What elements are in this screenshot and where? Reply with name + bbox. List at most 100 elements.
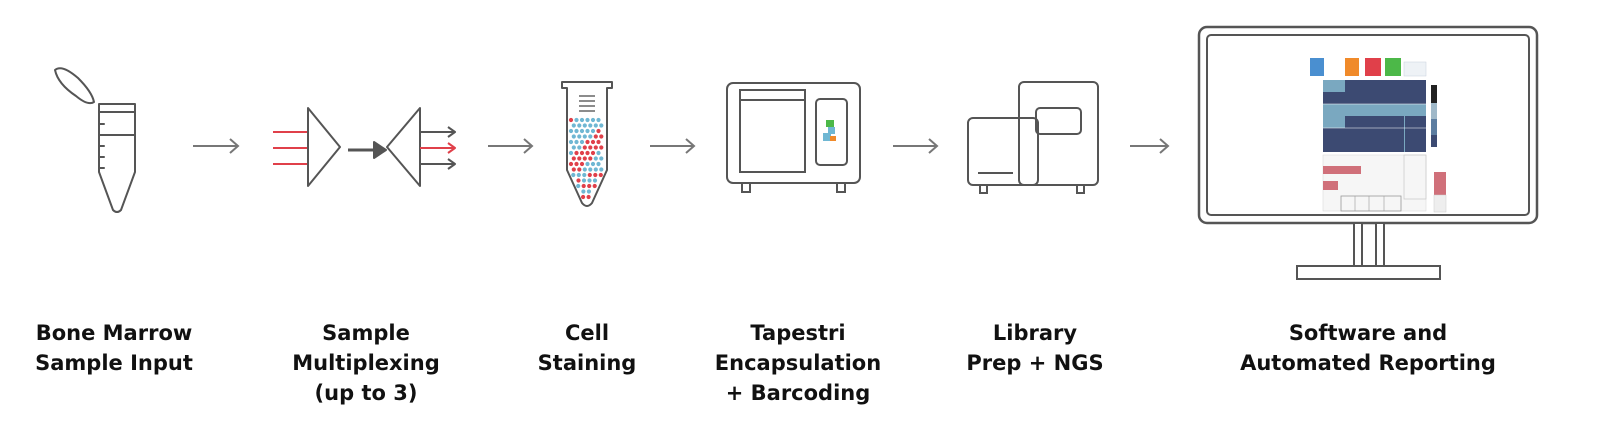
cell-dot (568, 161, 574, 167)
cell-dot (593, 172, 598, 178)
cell-dot (581, 178, 587, 183)
cell-dot (568, 139, 574, 145)
label-line: + Barcoding (725, 381, 871, 405)
label-line: Software and (1288, 321, 1448, 345)
cell-dot (582, 156, 587, 161)
cell-dot (593, 123, 598, 128)
cell-dot (581, 189, 586, 194)
flow-arrow-4 (893, 138, 939, 154)
label-line: Sample Input (35, 351, 193, 375)
cell-dot (574, 139, 579, 145)
cell-dot (593, 167, 598, 172)
cell-dot (582, 172, 587, 178)
cell-dot (568, 150, 574, 156)
cell-dot (582, 167, 587, 172)
multiplexing-icon (273, 107, 456, 187)
cell-dot (585, 117, 590, 123)
cell-dot (593, 156, 598, 161)
cell-dot (592, 178, 598, 183)
step-label-multiplexing: Sample Multiplexing (up to 3) (276, 318, 456, 408)
label-line: (up to 3) (314, 381, 418, 405)
step-label-cell-staining: Cell Staining (527, 318, 647, 378)
cell-dot (579, 139, 585, 145)
cell-dot (588, 123, 593, 128)
cell-dot (571, 156, 576, 161)
cell-dot (588, 156, 593, 161)
cell-dot (579, 161, 585, 167)
cell-dot (592, 183, 597, 189)
cell-dot (590, 150, 596, 156)
cell-dot (577, 134, 582, 139)
cell-dot (585, 128, 590, 134)
cell-dot (571, 123, 576, 128)
cell-dot (585, 139, 590, 145)
label-line: Library (992, 321, 1078, 345)
cell-dot (596, 161, 601, 167)
step-label-software-reporting: Software and Automated Reporting (1218, 318, 1518, 378)
label-line: Cell (564, 321, 610, 345)
monitor-report-icon (1197, 25, 1539, 280)
cell-dot (577, 145, 582, 150)
cell-dot (571, 145, 576, 150)
cell-dot (596, 150, 601, 156)
label-line: Tapestri (750, 321, 846, 345)
cell-dot (574, 117, 579, 123)
label-line: Staining (537, 351, 637, 375)
step-label-bone-marrow: Bone Marrow Sample Input (14, 318, 214, 378)
cell-dot (571, 134, 576, 139)
cell-dot (577, 123, 582, 128)
cell-dot (590, 128, 596, 134)
cell-dot (582, 134, 587, 139)
label-line: Sample (322, 321, 410, 345)
label-line: Encapsulation (714, 351, 882, 375)
cell-dot (586, 194, 591, 200)
flow-arrow-3 (650, 138, 696, 154)
label-line: Bone Marrow (35, 321, 193, 345)
cell-dot (574, 161, 579, 167)
step-label-tapestri: Tapestri Encapsulation + Barcoding (708, 318, 888, 408)
cell-dot (588, 134, 593, 139)
cell-dot (599, 134, 604, 139)
flow-arrow-5 (1130, 138, 1170, 154)
cell-dot (582, 145, 587, 150)
cell-dot (590, 139, 596, 145)
flow-arrow-2 (488, 138, 534, 154)
cell-dot (596, 128, 601, 134)
cell-dot (576, 183, 581, 189)
cell-dot (599, 123, 604, 128)
label-line: Prep + NGS (966, 351, 1104, 375)
cell-dot (596, 139, 601, 145)
cell-dot (587, 172, 592, 178)
cell-dot (586, 189, 592, 194)
cell-dot (599, 167, 604, 172)
sequencer-icon (967, 81, 1099, 194)
cell-dot (581, 194, 586, 200)
cell-dot (579, 128, 585, 134)
cell-dot (590, 117, 596, 123)
cell-dot (588, 145, 593, 150)
cell-dot (577, 167, 582, 172)
cell-dot (577, 156, 582, 161)
cell-dot (590, 161, 596, 167)
cell-dot (576, 172, 581, 178)
cell-dot (579, 150, 585, 156)
tapestri-instrument-icon (726, 82, 861, 193)
cell-dot (571, 172, 576, 178)
cell-dot (582, 123, 587, 128)
cell-dot (585, 150, 590, 156)
cell-dot (579, 117, 585, 123)
cell-dot (581, 183, 586, 189)
centrifuge-tube-icon (54, 67, 136, 213)
cell-dot (568, 128, 574, 134)
cell-dot (576, 178, 581, 183)
flow-arrow-1 (193, 138, 240, 154)
cell-dot (574, 128, 579, 134)
cell-dot (599, 156, 604, 161)
cell-dot (574, 150, 579, 156)
cell-dot (568, 117, 574, 123)
cell-dot (593, 145, 598, 150)
cell-dot (587, 183, 592, 189)
cell-dot (596, 117, 601, 123)
step-label-library-prep: Library Prep + NGS (955, 318, 1115, 378)
